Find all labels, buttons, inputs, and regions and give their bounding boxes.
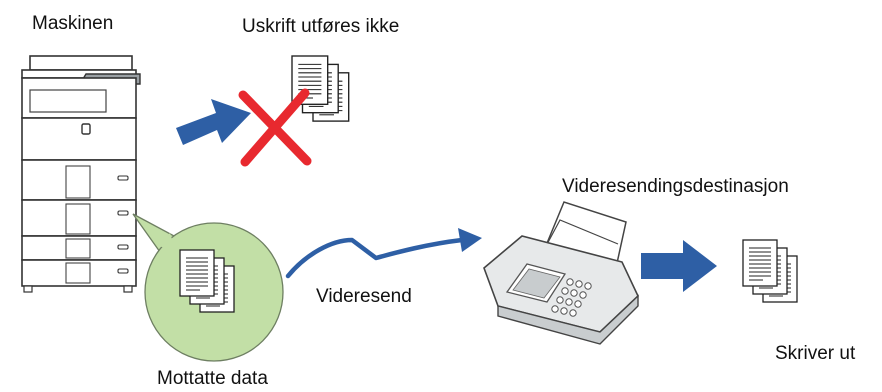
prints-label: Skriver ut [775, 343, 856, 364]
document-stack-icon [292, 56, 349, 121]
to-print-arrow [176, 99, 251, 145]
forward-destination-label: Videresendingsdestinasjon [562, 176, 789, 197]
to-output-arrow [641, 240, 717, 292]
no-print-label: Uskrift utføres ikke [242, 16, 400, 37]
received-data-label: Mottatte data [157, 368, 268, 389]
fax-machine-icon [483, 201, 639, 345]
document-stack-icon [743, 240, 797, 302]
forward-label: Videresend [316, 286, 412, 307]
printer-icon [21, 55, 141, 293]
received-data-bubble [132, 213, 284, 362]
machine-label: Maskinen [32, 13, 114, 34]
cross-icon [238, 88, 312, 167]
forward-arrow [285, 228, 482, 279]
